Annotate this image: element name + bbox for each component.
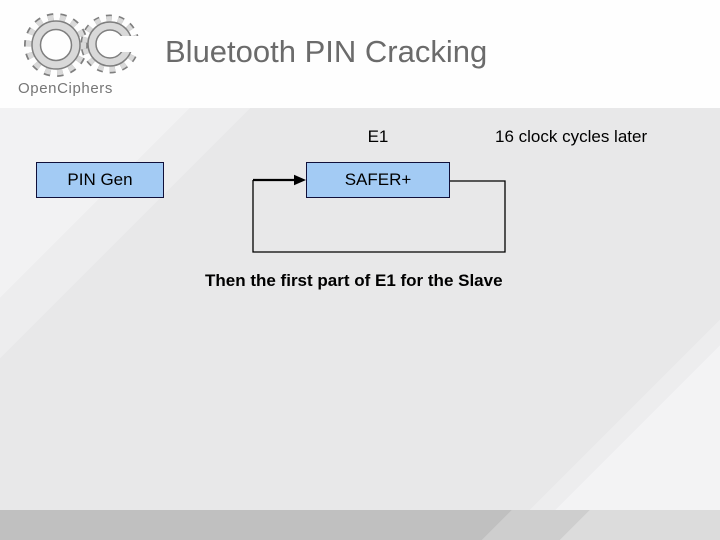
gears-oc-logo-icon xyxy=(24,13,143,77)
openciphers-logo: OpenCiphers xyxy=(10,4,150,104)
caption-text: Then the first part of E1 for the Slave xyxy=(205,271,503,290)
pin-gen-box: PIN Gen xyxy=(36,162,164,198)
safer-plus-box: SAFER+ xyxy=(306,162,450,198)
label-clock-cycles: 16 clock cycles later xyxy=(495,127,648,146)
slide-footer-band xyxy=(0,510,720,540)
label-e1: E1 xyxy=(367,127,389,146)
slide-title: Bluetooth PIN Cracking xyxy=(165,34,488,69)
logo-wordmark: OpenCiphers xyxy=(18,80,113,97)
